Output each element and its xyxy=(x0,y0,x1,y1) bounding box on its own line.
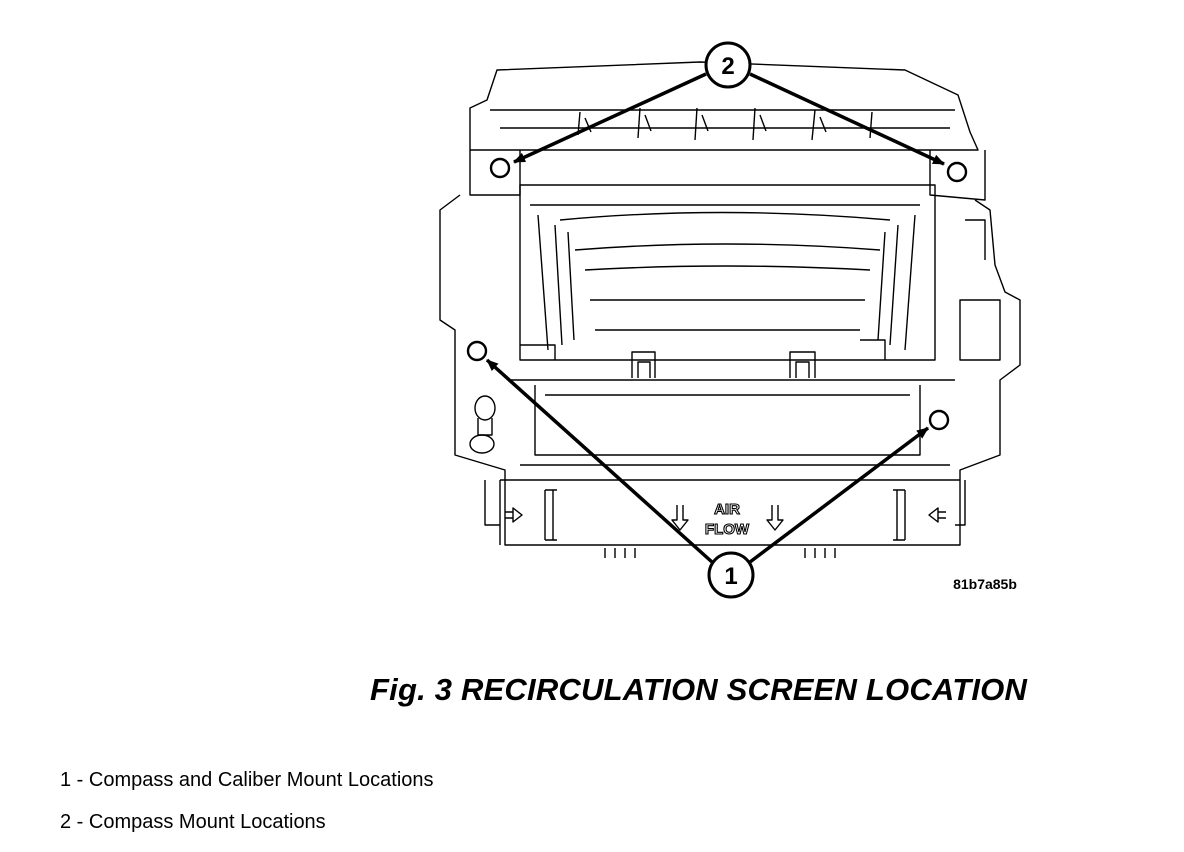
callout-2-circle xyxy=(704,41,752,89)
image-code: 81b7a85b xyxy=(953,576,1017,592)
leader-2-right xyxy=(749,72,945,166)
leader-2-left xyxy=(513,72,707,164)
mount-hole-top-right xyxy=(946,161,968,183)
legend-item-1: 1 - Compass and Caliber Mount Locations xyxy=(60,769,434,791)
leader-1-left xyxy=(485,358,714,564)
airflow-label-line1: AIR xyxy=(714,501,740,518)
figure-caption: Fig. 3 RECIRCULATION SCREEN LOCATION xyxy=(370,672,1028,707)
housing-drawing xyxy=(439,61,1021,558)
airflow-label-line2: FLOW xyxy=(705,521,750,538)
legend-item-2: 2 - Compass Mount Locations xyxy=(60,811,326,833)
leader-1-right xyxy=(748,426,930,564)
mount-hole-mid-right xyxy=(928,409,950,431)
mount-hole-top-left xyxy=(489,157,511,179)
callout-2-label: 2 xyxy=(721,53,734,80)
callout-leaders xyxy=(485,72,945,564)
mount-hole-mid-left xyxy=(466,340,488,362)
callout-1-circle xyxy=(707,551,755,599)
callout-1-label: 1 xyxy=(724,563,737,590)
